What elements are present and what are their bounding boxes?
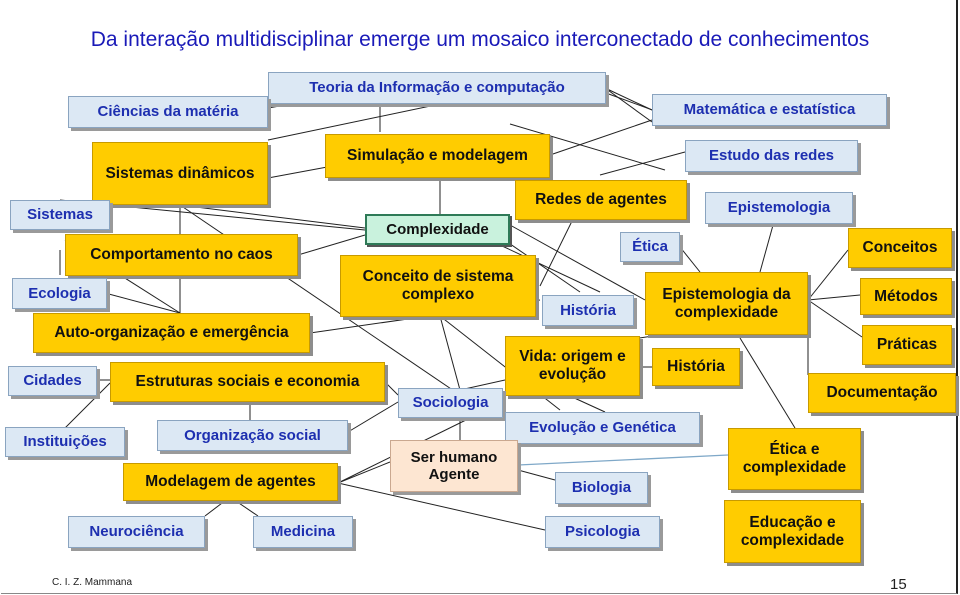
node-auto-organizacao: Auto-organização e emergência	[33, 313, 310, 353]
node-conceito-sistema-complexo: Conceito de sistema complexo	[340, 255, 536, 317]
edge	[104, 292, 181, 314]
page-number: 15	[890, 576, 907, 593]
node-organizacao-social: Organização social	[157, 420, 348, 451]
node-sociologia: Sociologia	[398, 388, 503, 418]
node-psicologia: Psicologia	[545, 516, 660, 548]
node-metodos: Métodos	[860, 278, 952, 315]
node-estudo-redes: Estudo das redes	[685, 140, 858, 172]
node-medicina: Medicina	[253, 516, 353, 548]
edge	[499, 236, 581, 293]
node-praticas: Práticas	[862, 325, 952, 365]
footer-author: C. I. Z. Mammana	[52, 577, 133, 588]
node-epistemologia: Epistemologia	[705, 192, 853, 224]
node-documentacao: Documentação	[808, 373, 956, 413]
edge	[267, 103, 441, 141]
edge	[759, 217, 776, 273]
node-teoria-informacao: Teoria da Informação e computação	[268, 72, 606, 104]
node-sistemas-dinamicos: Sistemas dinâmicos	[92, 142, 268, 205]
node-etica-complexidade: Ética e complexidade	[728, 428, 861, 490]
edge	[604, 87, 653, 111]
node-ciencias-materia: Ciências da matéria	[68, 96, 268, 128]
edge	[499, 244, 601, 293]
edge	[549, 119, 653, 156]
node-biologia: Biologia	[555, 472, 648, 504]
node-cidades: Cidades	[8, 366, 97, 396]
node-ecologia: Ecologia	[12, 278, 107, 309]
edge	[604, 87, 653, 123]
node-conceitos: Conceitos	[848, 228, 952, 268]
node-vida-origem: Vida: origem e evolução	[505, 336, 640, 396]
node-historia-1: História	[542, 295, 634, 326]
edge	[384, 381, 399, 396]
node-evolucao-genetica: Evolução e Genética	[505, 412, 700, 444]
node-etica: Ética	[620, 232, 680, 262]
node-neurociencia: Neurociência	[68, 516, 205, 548]
edge	[679, 246, 701, 273]
edge-highlight	[517, 454, 729, 466]
node-epistemologia-complexidade: Epistemologia da complexidade	[645, 272, 808, 335]
edge	[337, 461, 391, 484]
node-historia-2: História	[652, 348, 740, 386]
edge	[807, 294, 861, 301]
edge	[807, 249, 849, 301]
node-simulacao-modelagem: Simulação e modelagem	[325, 134, 550, 178]
edge	[64, 382, 111, 429]
node-instituicoes: Instituições	[5, 427, 125, 457]
edge	[539, 214, 576, 287]
node-modelagem-agentes: Modelagem de agentes	[123, 463, 338, 501]
edge	[509, 224, 646, 301]
edge	[509, 123, 666, 171]
edge	[439, 315, 461, 391]
edge	[569, 395, 606, 413]
edge	[739, 337, 796, 429]
edge	[337, 482, 546, 531]
edge	[599, 151, 686, 176]
edge	[807, 299, 863, 338]
node-complexidade: Complexidade	[365, 214, 510, 245]
edge	[59, 199, 366, 231]
edge	[347, 401, 399, 433]
node-estruturas-sociais: Estruturas sociais e economia	[110, 362, 385, 402]
node-comportamento-caos: Comportamento no caos	[65, 234, 298, 276]
node-educacao-complexidade: Educação e complexidade	[724, 500, 861, 563]
slide-title: Da interação multidisciplinar emerge um …	[90, 28, 870, 51]
node-redes-agentes: Redes de agentes	[515, 180, 687, 220]
edge	[297, 234, 366, 256]
node-sistemas: Sistemas	[10, 200, 110, 230]
edge	[517, 469, 556, 481]
node-matematica-estatistica: Matemática e estatística	[652, 94, 887, 126]
edge	[179, 204, 366, 229]
node-ser-humano-agente: Ser humano Agente	[390, 440, 518, 492]
